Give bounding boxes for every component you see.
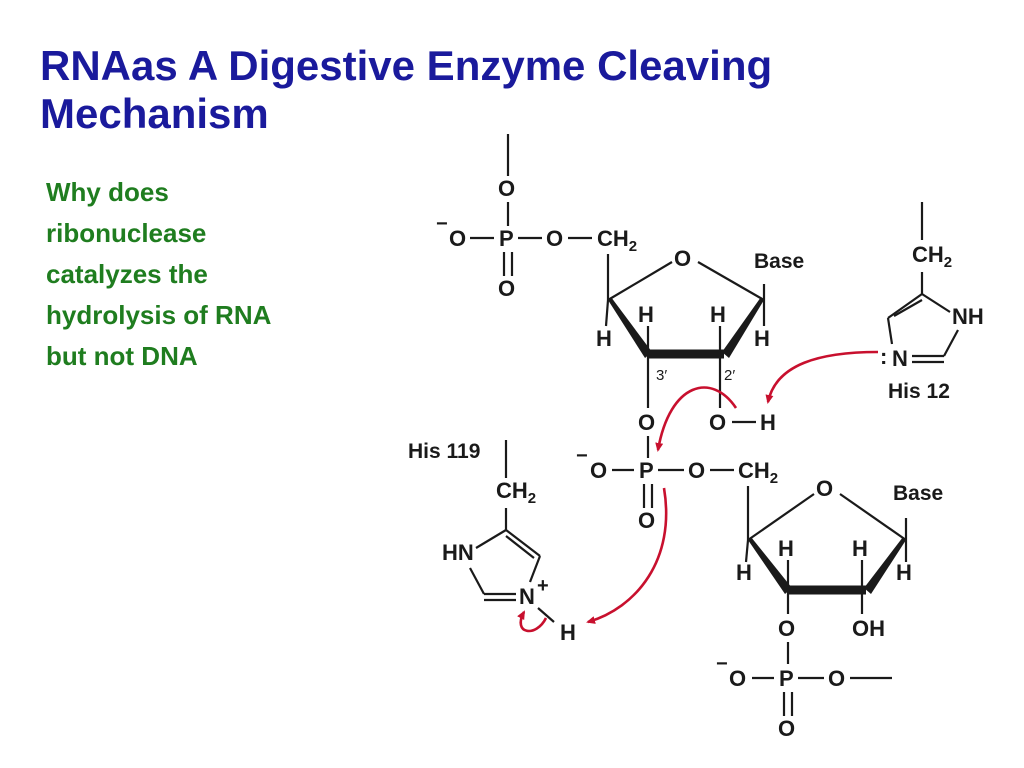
atom-n-plus: N bbox=[519, 584, 535, 609]
slide-title: RNAas A Digestive Enzyme Cleaving Mechan… bbox=[40, 42, 773, 137]
atom-p: P bbox=[639, 458, 654, 483]
atom-hn: HN bbox=[442, 540, 474, 565]
atom-h: H bbox=[896, 560, 912, 585]
atom-h: H bbox=[852, 536, 868, 561]
atom-o: O bbox=[688, 458, 705, 483]
question-line: hydrolysis of RNA bbox=[46, 300, 272, 330]
top-ribose-ring: O Base H H H H 3′ 2′ O O H bbox=[596, 246, 804, 435]
atom-o: O bbox=[449, 226, 466, 251]
charge-minus: − bbox=[716, 653, 728, 675]
position-3prime: 3′ bbox=[656, 367, 667, 384]
arrow-p-o-to-h bbox=[586, 487, 668, 624]
atom-h: H bbox=[638, 302, 654, 327]
position-2prime: 2′ bbox=[724, 367, 735, 384]
electron-arrows bbox=[517, 350, 879, 633]
question-line: ribonuclease bbox=[46, 218, 207, 248]
atom-ch2: CH2 bbox=[738, 458, 778, 487]
his12-label: His 12 bbox=[888, 380, 950, 403]
atom-h: H bbox=[710, 302, 726, 327]
atom-nh: NH bbox=[952, 304, 984, 329]
atom-p: P bbox=[779, 666, 794, 691]
atom-o: O bbox=[546, 226, 563, 251]
bottom-phosphate-group: − O P O O bbox=[716, 642, 892, 741]
question-line: Why does bbox=[46, 177, 169, 207]
base-label: Base bbox=[893, 482, 943, 505]
atom-p: P bbox=[499, 226, 514, 251]
middle-phosphate-group: − O P O CH2 O bbox=[576, 436, 778, 533]
question-line: but not DNA bbox=[46, 341, 198, 371]
atom-o: O bbox=[498, 176, 515, 201]
atom-h: H bbox=[778, 536, 794, 561]
atom-o-3prime: O bbox=[638, 410, 655, 435]
atom-o: O bbox=[778, 716, 795, 741]
atom-o: O bbox=[828, 666, 845, 691]
base-label: Base bbox=[754, 250, 804, 273]
atom-h: H bbox=[754, 326, 770, 351]
atom-oh: OH bbox=[852, 616, 885, 641]
arrow-o2-to-p bbox=[655, 386, 738, 452]
atom-n: N bbox=[892, 346, 908, 371]
atom-o: O bbox=[590, 458, 607, 483]
charge-minus: − bbox=[436, 213, 448, 235]
atom-ch2: CH2 bbox=[597, 226, 637, 255]
his119-residue: His 119 CH2 HN N + H bbox=[408, 440, 576, 645]
question-line: catalyzes the bbox=[46, 259, 208, 289]
ring-oxygen: O bbox=[816, 476, 833, 501]
atom-h: H bbox=[596, 326, 612, 351]
ring-oxygen: O bbox=[674, 246, 691, 271]
his12-residue: CH2 NH N : His 12 bbox=[880, 202, 984, 403]
lone-pair: : bbox=[880, 344, 887, 369]
atom-h: H bbox=[736, 560, 752, 585]
atom-h: H bbox=[560, 620, 576, 645]
arrow-his12-to-h bbox=[765, 350, 879, 404]
atom-ch2: CH2 bbox=[496, 478, 536, 507]
bottom-ribose-ring: O Base H H H H O OH bbox=[736, 476, 943, 641]
charge-minus: − bbox=[576, 445, 588, 467]
atom-o-2prime: O bbox=[709, 410, 726, 435]
question-text: Why does ribonuclease catalyzes the hydr… bbox=[46, 172, 366, 377]
top-phosphate-group: O − O P O CH2 O bbox=[436, 134, 637, 301]
atom-ch2: CH2 bbox=[912, 242, 952, 271]
his119-label: His 119 bbox=[408, 440, 480, 463]
atom-o: O bbox=[778, 616, 795, 641]
charge-plus: + bbox=[537, 575, 549, 597]
atom-h-2prime: H bbox=[760, 410, 776, 435]
atom-o: O bbox=[638, 508, 655, 533]
atom-o: O bbox=[498, 276, 515, 301]
atom-o: O bbox=[729, 666, 746, 691]
arrow-nh-bond bbox=[517, 610, 548, 633]
